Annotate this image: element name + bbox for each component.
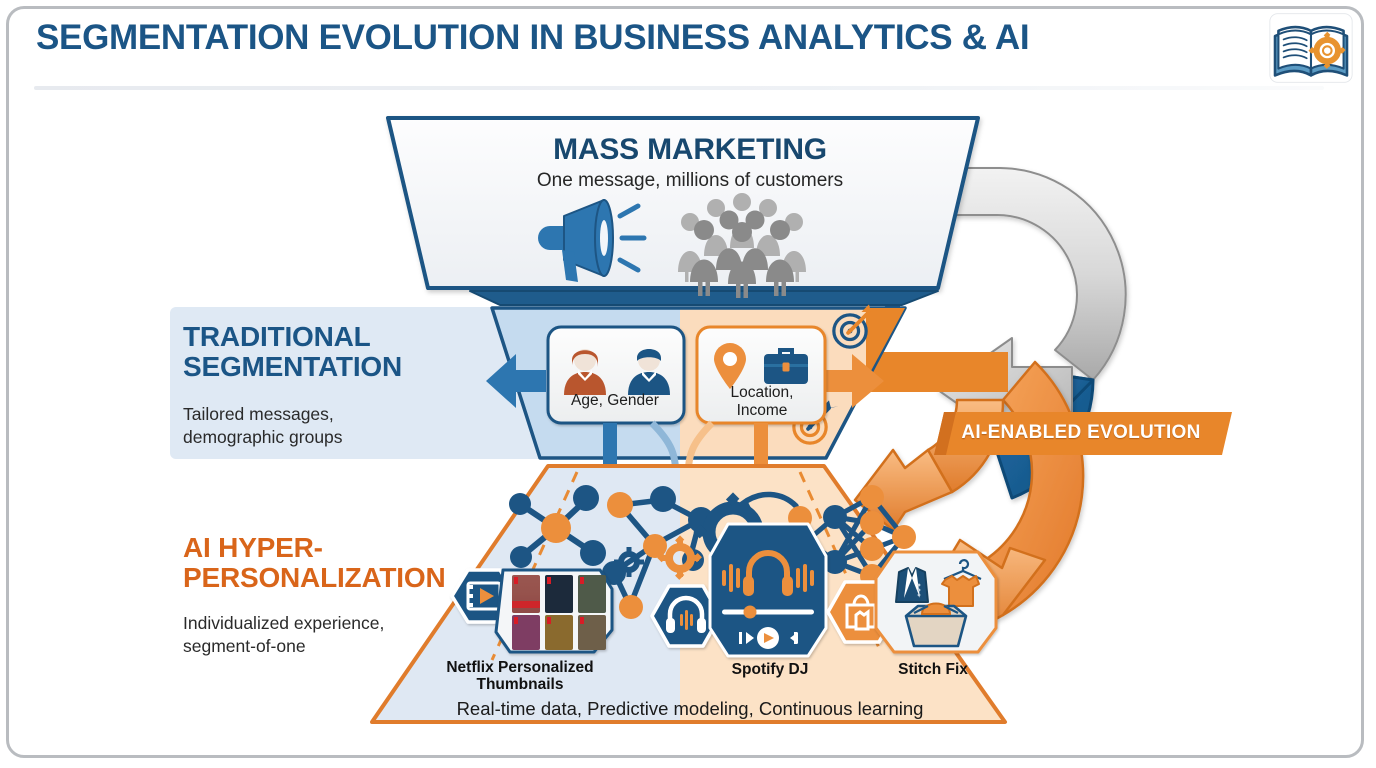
traditional-heading-line2: SEGMENTATION (183, 351, 403, 383)
ai-enabled-evolution-label: AI-ENABLED EVOLUTION (961, 422, 1201, 443)
mass-marketing-subtitle: One message, millions of customers (536, 170, 844, 191)
example-netflix-label-line1: Netflix Personalized (446, 659, 594, 676)
female-avatar-icon (564, 349, 606, 395)
orange-right-arrow (822, 354, 884, 408)
megaphone-icon (538, 199, 647, 282)
target-arrow-icon (832, 304, 879, 349)
example-netflix[interactable] (450, 568, 614, 654)
map-pin-icon (714, 343, 746, 389)
traditional-band (170, 307, 600, 459)
mass-marketing-trapezoid (386, 116, 980, 290)
ai-subtitle-line1: Individualized experience, (183, 613, 385, 633)
briefcase-icon (764, 348, 808, 384)
example-netflix-label: Netflix Personalized Thumbnails (420, 659, 620, 694)
header-divider (34, 86, 1324, 90)
male-avatar-icon (628, 349, 670, 395)
chip-location-income-label: Location, Income (702, 384, 822, 420)
chip-age-gender-label: Age, Gender (571, 392, 659, 409)
orange-band-connector (862, 352, 1008, 392)
ai-footer-note: Real-time data, Predictive modeling, Con… (456, 698, 924, 719)
chip-location-income[interactable] (695, 325, 827, 425)
ai-heading: AI HYPER- PERSONALIZATION (183, 532, 513, 594)
open-book-gear-icon (1269, 13, 1353, 83)
gray-curved-arrow (879, 167, 1127, 381)
ai-enabled-evolution-banner (934, 412, 1232, 455)
traditional-heading-line1: TRADITIONAL (183, 321, 371, 352)
traditional-heading: TRADITIONAL SEGMENTATION (183, 321, 513, 383)
traditional-subtitle: Tailored messages, demographic groups (183, 403, 513, 449)
example-stitchfix[interactable] (826, 550, 998, 654)
blazer-tshirt-box-icon (874, 550, 998, 654)
chip-location-income-label-line1: Location, (730, 384, 794, 401)
ai-subtitle-line2: segment-of-one (183, 636, 306, 657)
audio-player-icon (708, 522, 828, 658)
headphones-small-icon (650, 584, 722, 648)
blue-left-arrow (486, 354, 546, 408)
traditional-subtitle-line1: Tailored messages, (183, 404, 334, 424)
mass-marketing-title: MASS MARKETING (553, 133, 827, 166)
ai-subtitle: Individualized experience, segment-of-on… (183, 612, 523, 658)
page-title: SEGMENTATION EVOLUTION IN BUSINESS ANALY… (36, 18, 1030, 57)
chip-location-income-label-line2: Income (736, 401, 788, 419)
example-spotify-label: Spotify DJ (731, 661, 809, 678)
traditional-subtitle-line2: demographic groups (183, 427, 343, 448)
example-stitchfix-label: Stitch Fix (898, 661, 968, 678)
example-spotify[interactable] (650, 522, 828, 658)
thumbnail-grid-icon (494, 568, 614, 654)
network-nodes-icon (509, 485, 606, 568)
chip-age-gender[interactable] (546, 325, 686, 425)
ai-heading-line1: AI HYPER- (183, 532, 323, 563)
ai-heading-line2: PERSONALIZATION (183, 562, 446, 594)
crowd-of-people-icon (678, 193, 806, 298)
example-netflix-label-line2: Thumbnails (476, 676, 564, 694)
